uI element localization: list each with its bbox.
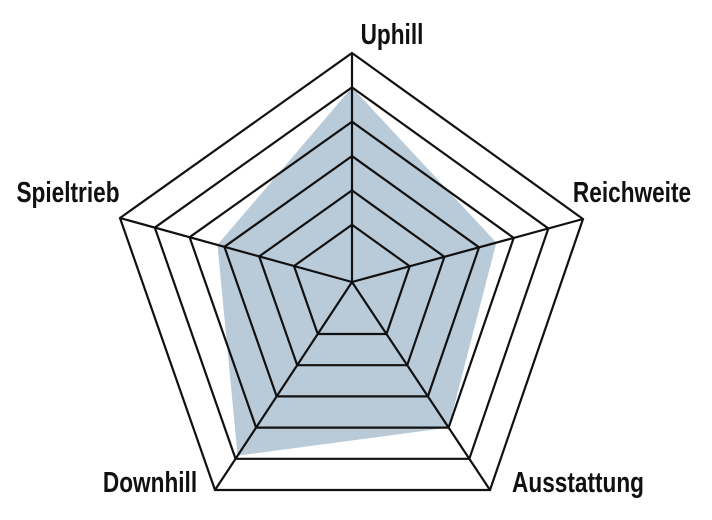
axis-label-reichweite: Reichweite [573, 175, 691, 208]
grid-ring-6 [118, 51, 585, 492]
grid-ring-3 [223, 154, 481, 398]
axis-label-ausstattung: Ausstattung [512, 465, 644, 498]
axis-line-spieltrieb [119, 216, 353, 284]
series-area-0 [217, 87, 497, 456]
axis-line-reichweite [351, 217, 584, 284]
grid-ring-4 [188, 120, 516, 429]
axis-line-downhill [214, 281, 353, 491]
grid-ring-5 [153, 85, 550, 460]
grid-ring-2 [257, 189, 446, 367]
grid-ring-1 [292, 223, 412, 336]
axis-line-ausstattung [351, 281, 491, 491]
axis-label-spieltrieb: Spieltrieb [16, 175, 119, 208]
axis-label-downhill: Downhill [103, 465, 197, 498]
axis-label-uphill: Uphill [361, 17, 424, 50]
